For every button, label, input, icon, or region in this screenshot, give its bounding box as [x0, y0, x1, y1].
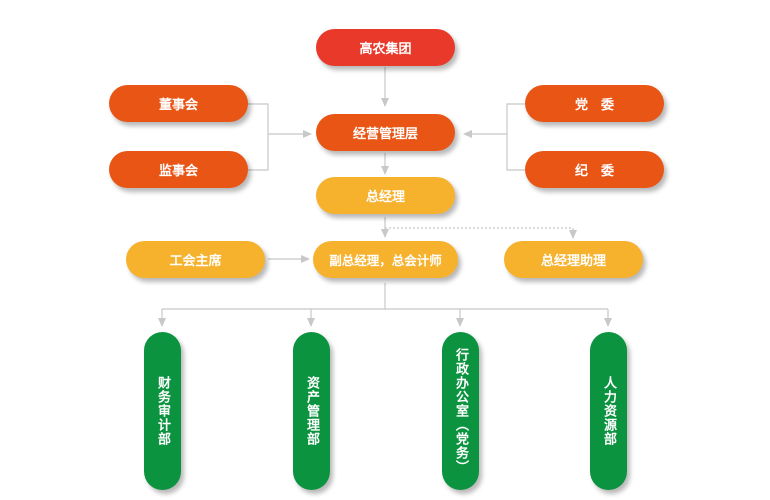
dept-finance-audit[interactable]: 财务审计部: [144, 332, 181, 490]
dept-asset-management[interactable]: 资产管理部: [293, 332, 330, 490]
node-management-layer[interactable]: 经营管理层: [316, 114, 455, 151]
node-union-chairman[interactable]: 工会主席: [126, 241, 265, 278]
node-gm-assistant[interactable]: 总经理助理: [504, 241, 643, 278]
node-supervisory-board[interactable]: 监事会: [109, 151, 248, 188]
node-board-of-directors[interactable]: 董事会: [109, 85, 248, 122]
node-general-manager[interactable]: 总经理: [316, 177, 455, 214]
node-discipline-committee[interactable]: 纪 委: [525, 151, 664, 188]
dept-administration-office[interactable]: 行政办公室（党务）: [442, 332, 479, 490]
node-group[interactable]: 高农集团: [316, 29, 455, 66]
dept-human-resources[interactable]: 人力资源部: [590, 332, 627, 490]
node-deputy-gm-cfo[interactable]: 副总经理，总会计师: [313, 241, 458, 278]
node-party-committee[interactable]: 党 委: [525, 85, 664, 122]
